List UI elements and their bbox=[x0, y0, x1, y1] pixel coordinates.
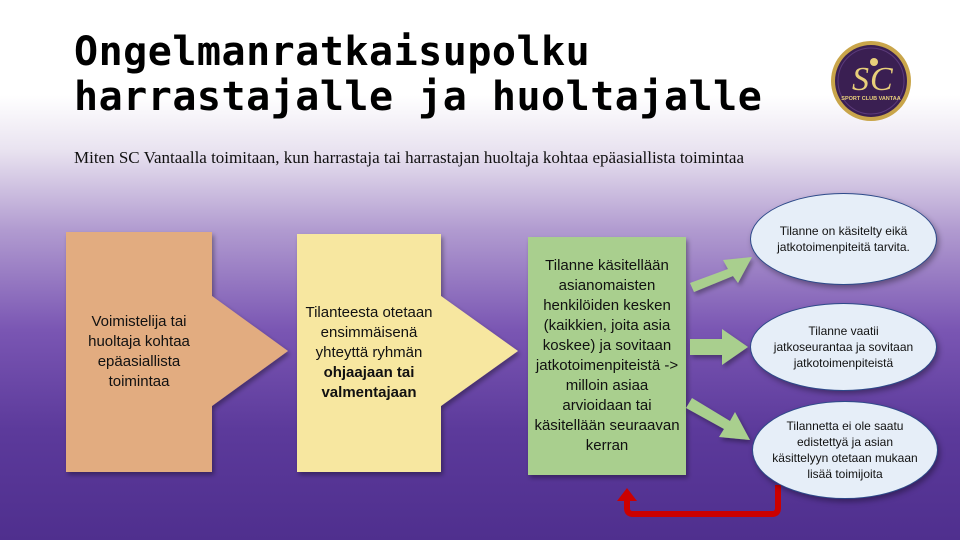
step2-text: Tilanteesta otetaan ensimmäisenä yhteytt… bbox=[303, 303, 435, 403]
step1-box: Voimistelija tai huoltaja kohtaa epäasia… bbox=[66, 232, 212, 472]
svg-text:S: S bbox=[852, 61, 869, 98]
step3-text: Tilanne käsitellään asianomaisten henkil… bbox=[534, 257, 680, 454]
title-line-1: Ongelmanratkaisupolku bbox=[74, 29, 591, 75]
outcome3-oval: Tilannetta ei ole saatu edistettyä ja as… bbox=[752, 401, 938, 499]
step2-text-plain: Tilanteesta otetaan ensimmäisenä yhteytt… bbox=[305, 304, 433, 361]
step2-box: Tilanteesta otetaan ensimmäisenä yhteytt… bbox=[297, 234, 441, 472]
sc-vantaa-logo: S C SPORT CLUB VANTAA bbox=[831, 41, 911, 121]
outcome3-text: Tilannetta ei ole saatu edistettyä ja as… bbox=[772, 419, 918, 481]
step3-box: Tilanne käsitellään asianomaisten henkil… bbox=[528, 237, 686, 475]
arrow-to-outcome3 bbox=[686, 398, 750, 440]
title-line-2: harrastajalle ja huoltajalle bbox=[74, 74, 763, 120]
feedback-arrow bbox=[617, 485, 781, 517]
outcome1-oval: Tilanne on käsitelty eikä jatkotoimenpit… bbox=[750, 193, 937, 285]
slide-subtitle: Miten SC Vantaalla toimitaan, kun harras… bbox=[74, 148, 745, 167]
logo-text: SPORT CLUB VANTAA bbox=[841, 96, 900, 102]
step2-text-bold: ohjaajaan tai valmentajaan bbox=[321, 364, 417, 401]
outcome1-text: Tilanne on käsitelty eikä jatkotoimenpit… bbox=[777, 224, 910, 254]
outcome2-oval: Tilanne vaatii jatkoseurantaa ja sovitaa… bbox=[750, 303, 937, 391]
arrow-to-outcome1 bbox=[690, 257, 752, 292]
svg-text:C: C bbox=[870, 61, 893, 98]
outcome2-text: Tilanne vaatii jatkoseurantaa ja sovitaa… bbox=[773, 324, 914, 370]
step1-text: Voimistelija tai huoltaja kohtaa epäasia… bbox=[88, 313, 190, 390]
slide-title: Ongelmanratkaisupolku harrastajalle ja h… bbox=[74, 30, 762, 120]
arrow-to-outcome2 bbox=[690, 329, 748, 365]
